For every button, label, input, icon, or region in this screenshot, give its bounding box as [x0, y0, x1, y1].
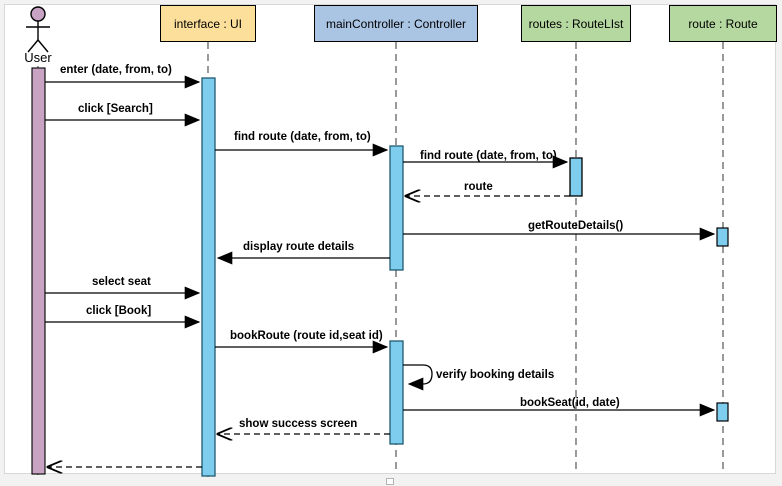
canvas-resize-handle[interactable] — [386, 478, 394, 485]
message-label-click-search: click [Search] — [78, 103, 153, 115]
message-label-select-seat: select seat — [92, 276, 151, 288]
activation-route-details — [716, 227, 729, 247]
lifeline-header-routes[interactable]: routes : RouteLIst — [521, 5, 631, 42]
arrow-verify-booking-details-self — [403, 364, 433, 391]
message-label-book-seat: bookSeat(id, date) — [520, 397, 620, 409]
activation-controller-search — [389, 145, 404, 271]
lifeline-header-ui[interactable]: interface : UI — [160, 5, 256, 42]
activation-ui — [201, 77, 216, 477]
message-label-route-return: route — [464, 181, 493, 193]
lifeline-header-ui-label: interface : UI — [173, 16, 243, 31]
actor-user-figure — [26, 6, 50, 53]
lifeline-header-controller-label: mainController : Controller — [325, 16, 467, 31]
activation-routes — [569, 157, 583, 197]
activation-user — [31, 67, 46, 475]
message-label-find-route-ui: find route (date, from, to) — [234, 131, 371, 143]
lifeline-header-route[interactable]: route : Route — [669, 5, 777, 42]
message-label-display-route-details: display route details — [243, 241, 355, 253]
message-label-get-route-details: getRouteDetails() — [528, 220, 624, 232]
message-label-enter-date-from-to: enter (date, from, to) — [60, 64, 172, 76]
activation-route-book — [716, 402, 729, 422]
lifeline-header-controller[interactable]: mainController : Controller — [314, 5, 478, 42]
message-arrows — [45, 75, 716, 467]
lifeline-header-route-label: route : Route — [688, 16, 758, 31]
message-label-show-success-screen: show success screen — [239, 418, 358, 430]
activation-bars — [31, 67, 729, 477]
actor-user-label: User — [24, 50, 52, 65]
message-label-click-book: click [Book] — [86, 305, 152, 317]
message-label-verify-booking-details: verify booking details — [436, 369, 555, 381]
message-label-book-route: bookRoute (route id,seat id) — [230, 330, 383, 342]
lifeline-header-routes-label: routes : RouteLIst — [528, 16, 624, 31]
activation-controller-book — [389, 340, 404, 445]
message-label-find-route-routes: find route (date, from, to) — [420, 150, 557, 162]
